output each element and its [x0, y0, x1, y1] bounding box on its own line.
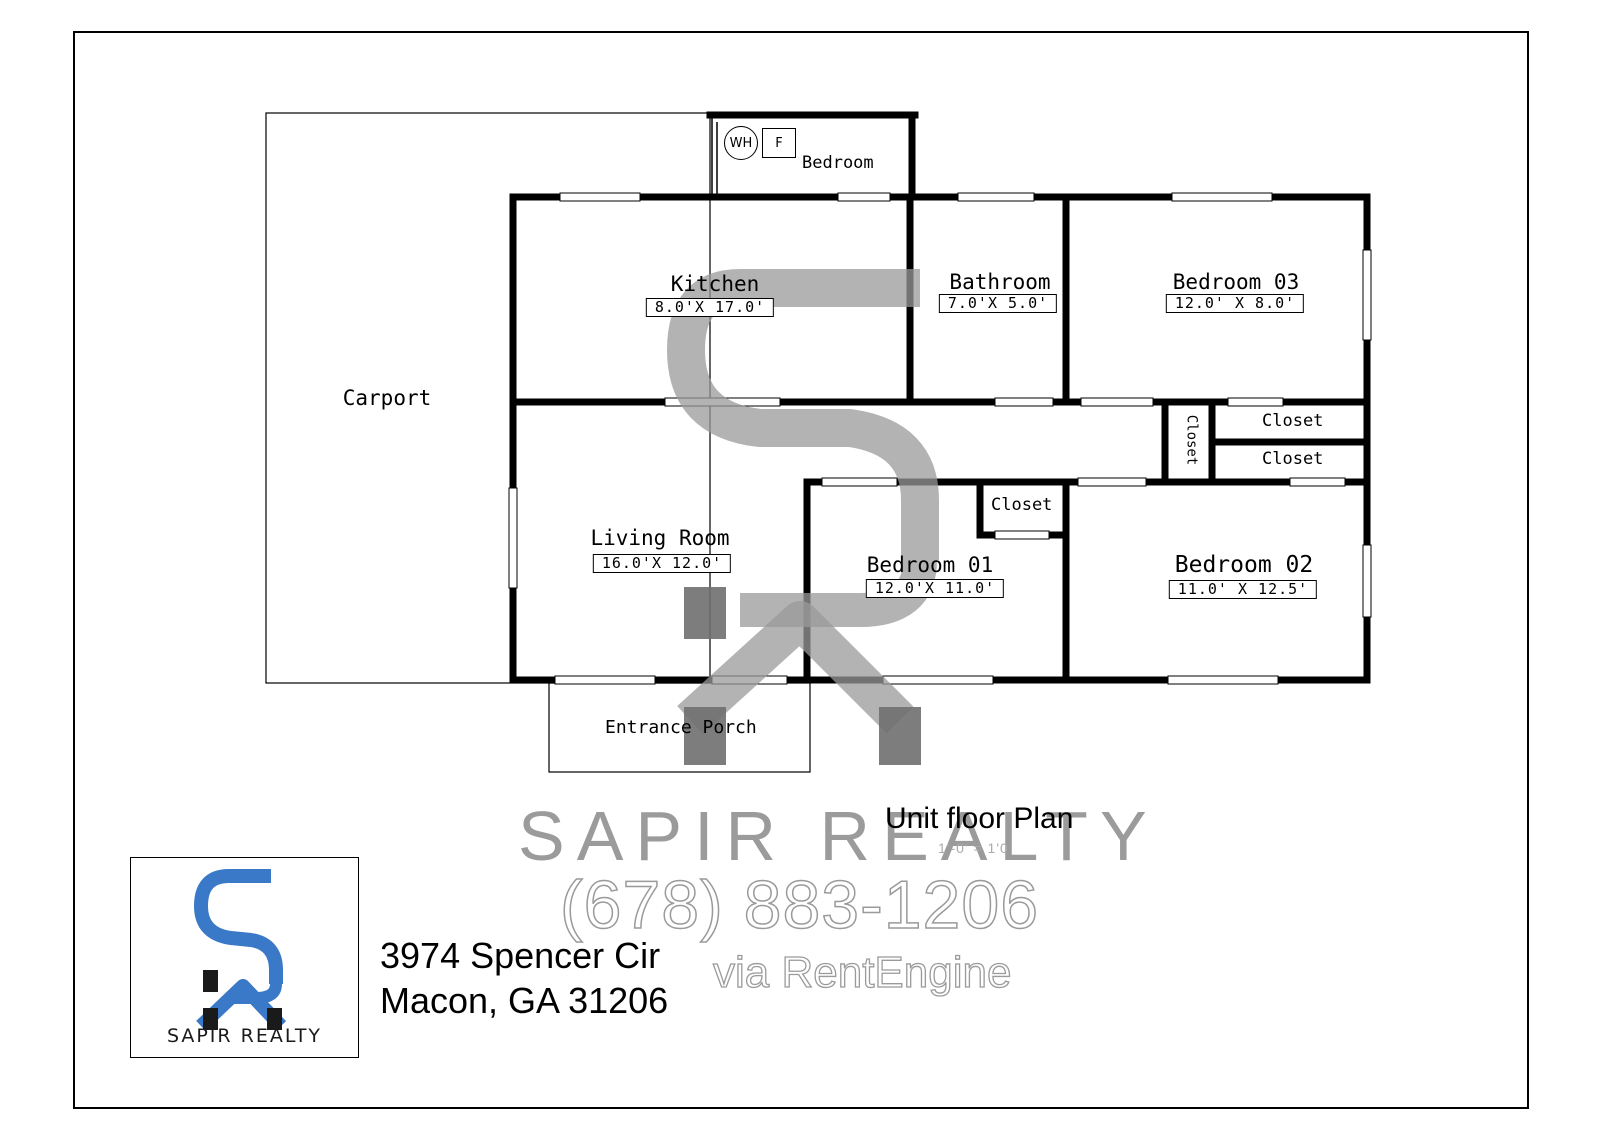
closet-a-label: Closet: [1262, 411, 1324, 431]
kitchen-size: 8.0'X 17.0': [645, 298, 775, 317]
water-heater-icon: WH: [724, 126, 758, 160]
living-room-size: 16.0'X 12.0': [592, 554, 732, 573]
water-heater-label: WH: [729, 135, 753, 151]
bedroom03-size: 12.0' X 8.0': [1165, 294, 1305, 313]
bathroom-size: 7.0'X 5.0': [938, 294, 1058, 313]
furnace-icon: F: [762, 128, 796, 158]
bedroom02-label: Bedroom 02: [1174, 552, 1314, 578]
carport-label: Carport: [342, 386, 432, 410]
living-room-label: Living Room: [590, 526, 730, 550]
entrance-porch-label: Entrance Porch: [605, 717, 757, 738]
bedroom01-label: Bedroom 01: [866, 553, 994, 577]
bathroom-label: Bathroom: [949, 270, 1051, 294]
address-line1: 3974 Spencer Cir: [380, 935, 661, 976]
plan-scale: 1'-0' = 1'0: [938, 840, 1009, 856]
windows: [508, 192, 1372, 685]
bedroom03-label: Bedroom 03: [1172, 270, 1300, 294]
utility-bedroom-label: Bedroom: [802, 153, 874, 173]
closet-b-label: Closet: [1262, 449, 1324, 469]
sapir-logo-icon: [194, 869, 287, 1032]
bedroom01-size: 12.0'X 11.0': [865, 579, 1005, 598]
address-line2: Macon, GA 31206: [380, 980, 669, 1021]
sheet-border: [73, 31, 1529, 1109]
bedroom02-size: 11.0' X 12.5': [1168, 580, 1318, 599]
plan-title: Unit floor Plan: [885, 802, 1074, 835]
logo: SAPIR REALTY: [130, 857, 359, 1058]
closet-c-label: Closet: [991, 495, 1053, 515]
closet-vertical-label: Closet: [1183, 414, 1200, 466]
furnace-label: F: [775, 135, 783, 151]
logo-text: SAPIR REALTY: [166, 1025, 323, 1047]
kitchen-label: Kitchen: [670, 272, 760, 296]
